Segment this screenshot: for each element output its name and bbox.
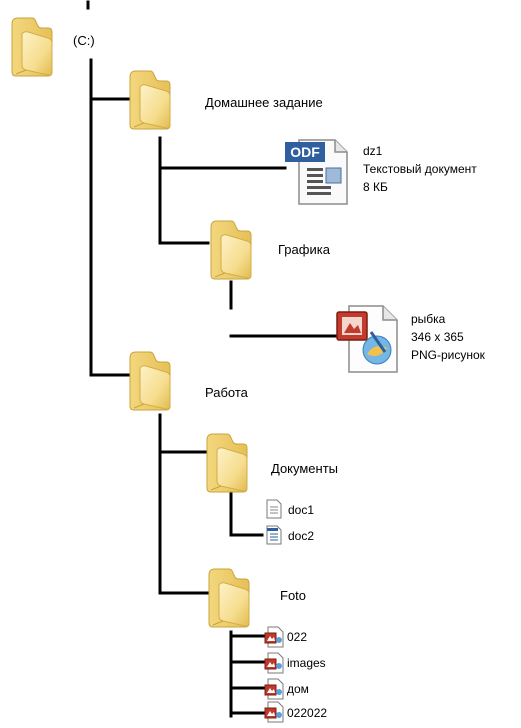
fish-file-name: рыбка <box>411 312 446 326</box>
work-folder-label: Работа <box>205 385 248 400</box>
homework-folder-label: Домашнее задание <box>205 95 323 110</box>
image-file-icon[interactable] <box>264 652 286 674</box>
photo-file-name: дом <box>287 682 309 696</box>
documents-folder-label: Документы <box>271 461 339 476</box>
photo-file-name: 022 <box>287 630 308 644</box>
odf-document-icon[interactable]: ODF <box>283 134 351 206</box>
image-file-icon[interactable] <box>264 626 286 648</box>
root-folder-icon[interactable] <box>8 14 56 78</box>
photo-folder-label: Foto <box>280 588 307 603</box>
fish-file-dimensions: 346 x 365 <box>411 330 464 344</box>
photo-file-name: images <box>287 656 326 670</box>
homework-folder-icon[interactable] <box>126 67 174 131</box>
root-label: (C:) <box>73 33 95 48</box>
image-file-icon[interactable] <box>264 678 286 700</box>
odf-badge-text: ODF <box>290 144 320 160</box>
png-image-icon[interactable] <box>335 302 401 374</box>
documents-folder-icon[interactable] <box>203 430 251 494</box>
work-folder-icon[interactable] <box>126 348 174 412</box>
doc1-file-name: doc1 <box>288 503 315 517</box>
dz1-file-name: dz1 <box>363 144 383 158</box>
graphics-folder-label: Графика <box>278 242 330 257</box>
graphics-folder-icon[interactable] <box>207 217 255 281</box>
photo-folder-icon[interactable] <box>205 565 253 629</box>
fish-file-type: PNG-рисунок <box>411 348 485 362</box>
dz1-file-size: 8 КБ <box>363 180 388 194</box>
rich-text-document-icon[interactable] <box>264 525 284 545</box>
photo-file-name: 022022 <box>287 706 328 720</box>
doc2-file-name: doc2 <box>288 529 315 543</box>
dz1-file-type: Текстовый документ <box>363 162 477 176</box>
text-document-icon[interactable] <box>264 499 284 519</box>
